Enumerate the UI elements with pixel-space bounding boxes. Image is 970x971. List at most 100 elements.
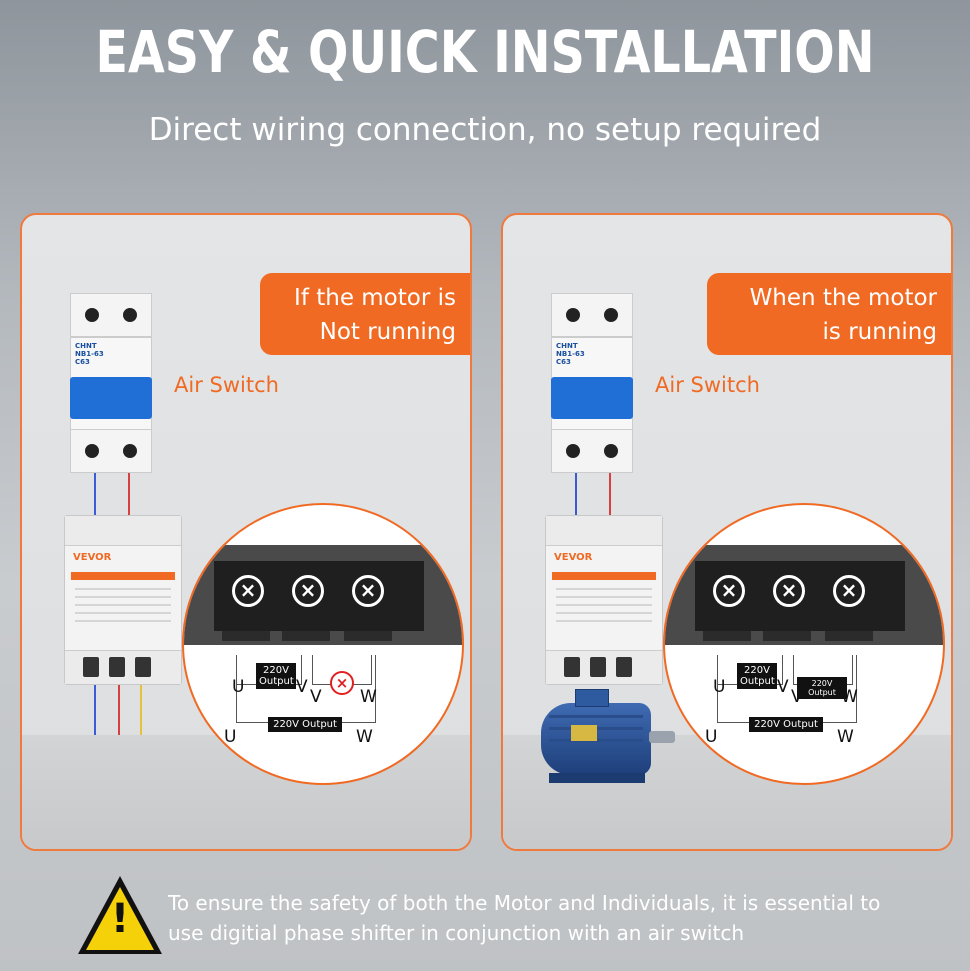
air-switch-breaker: CHNT NB1-63 C63 (70, 293, 152, 473)
air-switch-breaker: CHNT NB1-63 C63 (551, 293, 633, 473)
terminal-label-u: U (717, 515, 734, 541)
wire-red (128, 473, 130, 515)
spec-line (556, 612, 652, 614)
page-subtitle: Direct wiring connection, no setup requi… (148, 112, 822, 148)
screw-icon (85, 444, 99, 458)
wire-yellow (140, 685, 142, 735)
terminal-screw-icon (135, 657, 151, 677)
breaker-model: NB1-63 (75, 350, 104, 358)
motor-feet (549, 773, 645, 783)
screw-icon (123, 308, 137, 322)
wire-label: U (232, 677, 245, 697)
digital-phase-shifter: VEVOR (64, 515, 182, 685)
terminal-pin (825, 631, 873, 641)
panel-running: When the motor is running Air Switch CHN… (501, 213, 953, 851)
terminal-screw-icon: × (833, 575, 865, 607)
terminal-label-w: W (364, 515, 387, 541)
wire-red (118, 685, 120, 735)
air-switch-label: Air Switch (655, 373, 760, 397)
wire-label: V (791, 687, 803, 707)
terminal-screw-icon: × (773, 575, 805, 607)
wire-label: V (310, 687, 322, 707)
terminal-pin (344, 631, 392, 641)
wire-blue (575, 473, 577, 515)
spec-line (556, 596, 652, 598)
shifter-brand: VEVOR (73, 552, 112, 563)
breaker-label: CHNT NB1-63 C63 (75, 342, 104, 366)
terminal-pin (222, 631, 270, 641)
terminal-screw-icon (83, 657, 99, 677)
terminal-screw-icon (109, 657, 125, 677)
wire-label: W (841, 687, 858, 707)
terminal-screw-icon (564, 657, 580, 677)
breaker-model: NB1-63 (556, 350, 585, 358)
screw-icon (123, 444, 137, 458)
warning-line-1: To ensure the safety of both the Motor a… (168, 891, 881, 915)
breaker-rating: C63 (75, 358, 90, 366)
motor-fin (549, 715, 643, 718)
shifter-head (546, 516, 662, 546)
wire-label: U (705, 727, 718, 747)
terminal-screw-icon: × (713, 575, 745, 607)
breaker-top (70, 293, 152, 337)
terminal-zoom: U V W × × × 220V Output 220V Output 220V… (663, 503, 945, 785)
breaker-toggle (551, 377, 633, 419)
terminal-label-w: W (845, 515, 868, 541)
motor-shaft (649, 731, 675, 743)
shifter-terminals (65, 650, 181, 684)
digital-phase-shifter: VEVOR (545, 515, 663, 685)
exclamation-icon: ! (110, 896, 130, 942)
status-badge: If the motor is Not running (260, 273, 470, 355)
shifter-strip (552, 572, 656, 580)
breaker-brand: CHNT (75, 342, 97, 350)
motor-terminal-box (575, 689, 609, 707)
shifter-terminals (546, 650, 662, 684)
wire-blue (94, 685, 96, 735)
output-tag: 220V Output (256, 663, 296, 689)
breaker-rating: C63 (556, 358, 571, 366)
terminal-pin (703, 631, 751, 641)
output-tag: 220V Output (737, 663, 777, 689)
page-title: EASY & QUICK INSTALLATION (95, 18, 875, 86)
output-tag: 220V Output (268, 717, 342, 732)
terminal-screw-icon: × (232, 575, 264, 607)
terminal-screw-icon: × (352, 575, 384, 607)
wire-label: V (777, 677, 789, 697)
screw-icon (604, 444, 618, 458)
shifter-head (65, 516, 181, 546)
terminal-screw-icon (616, 657, 632, 677)
spec-line (75, 620, 171, 622)
status-badge: When the motor is running (707, 273, 951, 355)
spec-line (556, 604, 652, 606)
breaker-bottom (551, 429, 633, 473)
warning-text: To ensure the safety of both the Motor a… (168, 888, 928, 948)
breaker-top (551, 293, 633, 337)
spec-line (556, 588, 652, 590)
output-tag: 220V Output (749, 717, 823, 732)
terminal-pin (282, 631, 330, 641)
wire-label: W (837, 727, 854, 747)
spec-line (75, 604, 171, 606)
wire-blue (94, 473, 96, 515)
spec-line (75, 596, 171, 598)
error-x-icon: × (330, 671, 354, 695)
shifter-strip (71, 572, 175, 580)
panel-not-running: If the motor is Not running Air Switch C… (20, 213, 472, 851)
breaker-brand: CHNT (556, 342, 578, 350)
badge-line-2: Not running (319, 319, 456, 345)
warning-line-2: use digitial phase shifter in conjunctio… (168, 921, 744, 945)
output-tag: 220V Output (797, 677, 847, 699)
wire-label: W (356, 727, 373, 747)
badge-line-1: If the motor is (294, 285, 456, 311)
wire-label: W (360, 687, 377, 707)
breaker-label: CHNT NB1-63 C63 (556, 342, 585, 366)
spec-line (556, 620, 652, 622)
electric-motor (523, 685, 675, 795)
terminal-screw-icon: × (292, 575, 324, 607)
screw-icon (566, 444, 580, 458)
badge-line-2: is running (822, 319, 937, 345)
terminal-label-u: U (236, 515, 253, 541)
motor-fin (549, 751, 643, 754)
badge-line-1: When the motor (749, 285, 937, 311)
shifter-brand: VEVOR (554, 552, 593, 563)
